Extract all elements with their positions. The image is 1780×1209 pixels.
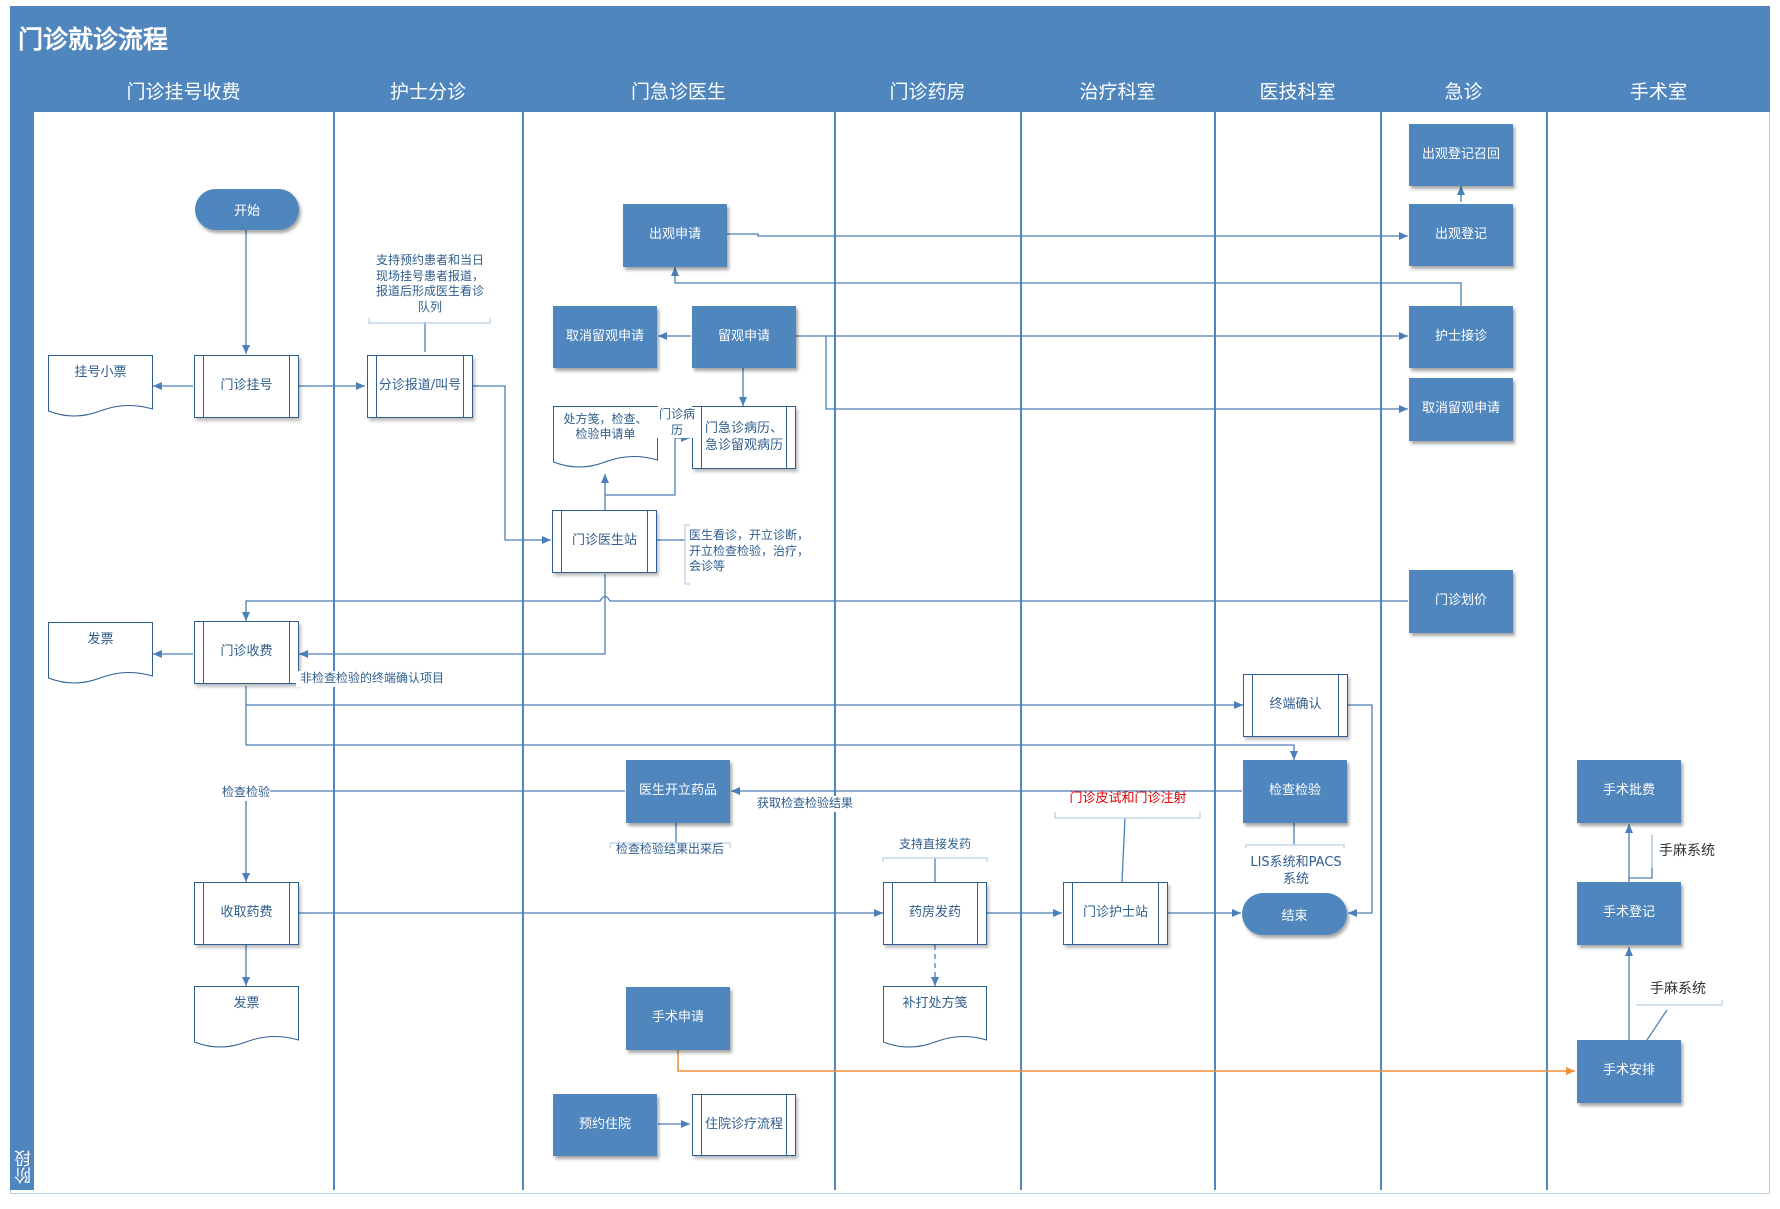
exam-box: 检查检验	[1243, 760, 1347, 823]
nurse-reception-box: 护士接诊	[1409, 306, 1513, 368]
anesthesia-system-note-2: 手麻系统	[1650, 981, 1706, 997]
lane-divider	[834, 68, 836, 1190]
observation-request-box: 留观申请	[692, 306, 796, 368]
pharmacy-dispense-step: 药房发药	[883, 882, 987, 945]
edge-observation-cancel-er	[825, 336, 1408, 413]
lane-header-doctor: 门急诊医生	[523, 68, 835, 112]
lane-divider	[333, 68, 335, 1190]
skin-test-note: 门诊皮试和门诊注射	[1069, 791, 1187, 806]
lane-header-treatment: 治疗科室	[1021, 68, 1215, 112]
edge-payment-confirm	[245, 686, 1243, 709]
triage-note: 支持预约患者和当日现场挂号患者报道，报道后形成医生看诊队列	[375, 253, 484, 314]
invoice-doc-2: 发票	[194, 986, 299, 1050]
edge-exit-request-register	[727, 232, 1408, 240]
note-bracket-pharmacy	[882, 857, 988, 862]
anesthesia-system-note-1: 手麻系统	[1659, 843, 1715, 859]
note-bracket-doctor	[684, 524, 690, 585]
reserve-admission-box: 预约住院	[553, 1094, 657, 1156]
doctor-note: 医生看诊，开立诊断，开立检查检验，治疗，会诊等	[689, 528, 810, 574]
observation-exit-recall-box: 出观登记召回	[1409, 124, 1513, 186]
get-result-label: 获取检查检验结果	[757, 796, 854, 812]
register-step: 门诊挂号	[194, 355, 299, 418]
lane-header-emergency: 急诊	[1381, 68, 1547, 112]
doctor-station-step: 门诊医生站	[552, 510, 657, 573]
exam-result-note: 检查检验结果出来后	[615, 842, 724, 856]
invoice-label-1: 发票	[87, 632, 114, 647]
payment-step: 门诊收费	[194, 621, 299, 684]
edge-anesthesia-1	[1629, 835, 1653, 879]
start-node: 开始	[195, 189, 299, 230]
page-title: 门诊就诊流程	[18, 25, 169, 54]
register-ticket-label: 挂号小票	[74, 365, 127, 380]
title-bar: 门诊就诊流程	[10, 6, 1770, 68]
note-bracket-triage	[368, 318, 491, 324]
end-node: 结束	[1242, 893, 1347, 935]
stage-bar: 阶段	[10, 68, 35, 1190]
edge-triage-doctor	[472, 385, 551, 544]
prescription-doc-label: 处方笺，检查、检验申请单	[563, 412, 648, 441]
note-bracket-skin	[1054, 812, 1201, 819]
surgery-billing-box: 手术批费	[1577, 760, 1681, 823]
edge-nurse-note	[1121, 817, 1126, 883]
lane-header-pharmacy: 门诊药房	[835, 68, 1021, 112]
emergency-record-step: 门急诊病历、急诊留观病历	[692, 406, 796, 469]
observation-exit-request-box: 出观申请	[623, 204, 727, 267]
lis-pacs-note: LIS系统和PACS系统	[1250, 855, 1342, 887]
edge-surgery-request-schedule	[677, 1050, 1575, 1075]
lane-header-registration: 门诊挂号收费	[34, 68, 334, 112]
note-bracket-anes2	[1636, 1000, 1723, 1006]
edge-doctor-payment	[299, 574, 606, 658]
cancel-observation-doctor-box: 取消留观申请	[553, 306, 657, 368]
lane-header-surgery: 手术室	[1547, 68, 1770, 112]
non-exam-confirm-label: 非检查检验的终端确认项目	[296, 671, 448, 687]
edge-nurse-exit-request	[671, 267, 1462, 306]
lane-header-triage: 护士分诊	[334, 68, 523, 112]
surgery-schedule-box: 手术安排	[1577, 1040, 1681, 1103]
direct-dispense-note: 支持直接发药	[898, 837, 971, 851]
invoice-label-2: 发票	[233, 996, 260, 1011]
outpatient-record-label: 门诊病历	[655, 407, 699, 439]
reprint-prescription-label: 补打处方笺	[902, 996, 968, 1011]
terminal-confirm-step: 终端确认	[1243, 674, 1348, 737]
lane-divider	[1380, 68, 1382, 1190]
lane-divider	[522, 68, 524, 1190]
outpatient-pricing-box: 门诊划价	[1409, 570, 1513, 633]
edge-pricing-payment	[242, 595, 1408, 621]
edge-payment-exam	[245, 705, 1298, 760]
note-bracket-lis	[1245, 844, 1345, 848]
edge-confirm-end	[1348, 704, 1373, 917]
exam-label: 检查检验	[222, 785, 271, 801]
note-bracket-result	[609, 842, 731, 848]
edge-anesthesia-2	[1646, 1009, 1668, 1041]
triage-checkin-step: 分诊报道/叫号	[367, 355, 473, 418]
observation-exit-register-box: 出观登记	[1409, 204, 1513, 266]
nurse-station-step: 门诊护士站	[1063, 882, 1168, 945]
doctor-prescribe-box: 医生开立药品	[626, 760, 730, 823]
register-ticket-doc: 挂号小票	[48, 355, 153, 419]
edge-prescribe-collect	[242, 790, 625, 882]
cancel-observation-er-box: 取消留观申请	[1409, 378, 1513, 441]
lane-divider	[1020, 68, 1022, 1190]
surgery-request-box: 手术申请	[626, 987, 730, 1050]
inpatient-process-step: 住院诊疗流程	[692, 1094, 796, 1156]
surgery-register-box: 手术登记	[1577, 882, 1681, 945]
invoice-doc-1: 发票	[48, 622, 153, 686]
collect-drug-fee-step: 收取药费	[194, 882, 299, 945]
prescription-doc: 处方笺，检查、检验申请单	[553, 406, 658, 470]
lane-divider	[1214, 68, 1216, 1190]
reprint-prescription-doc: 补打处方笺	[883, 986, 987, 1050]
lane-header-medtech: 医技科室	[1215, 68, 1381, 112]
lane-divider	[1546, 68, 1548, 1190]
